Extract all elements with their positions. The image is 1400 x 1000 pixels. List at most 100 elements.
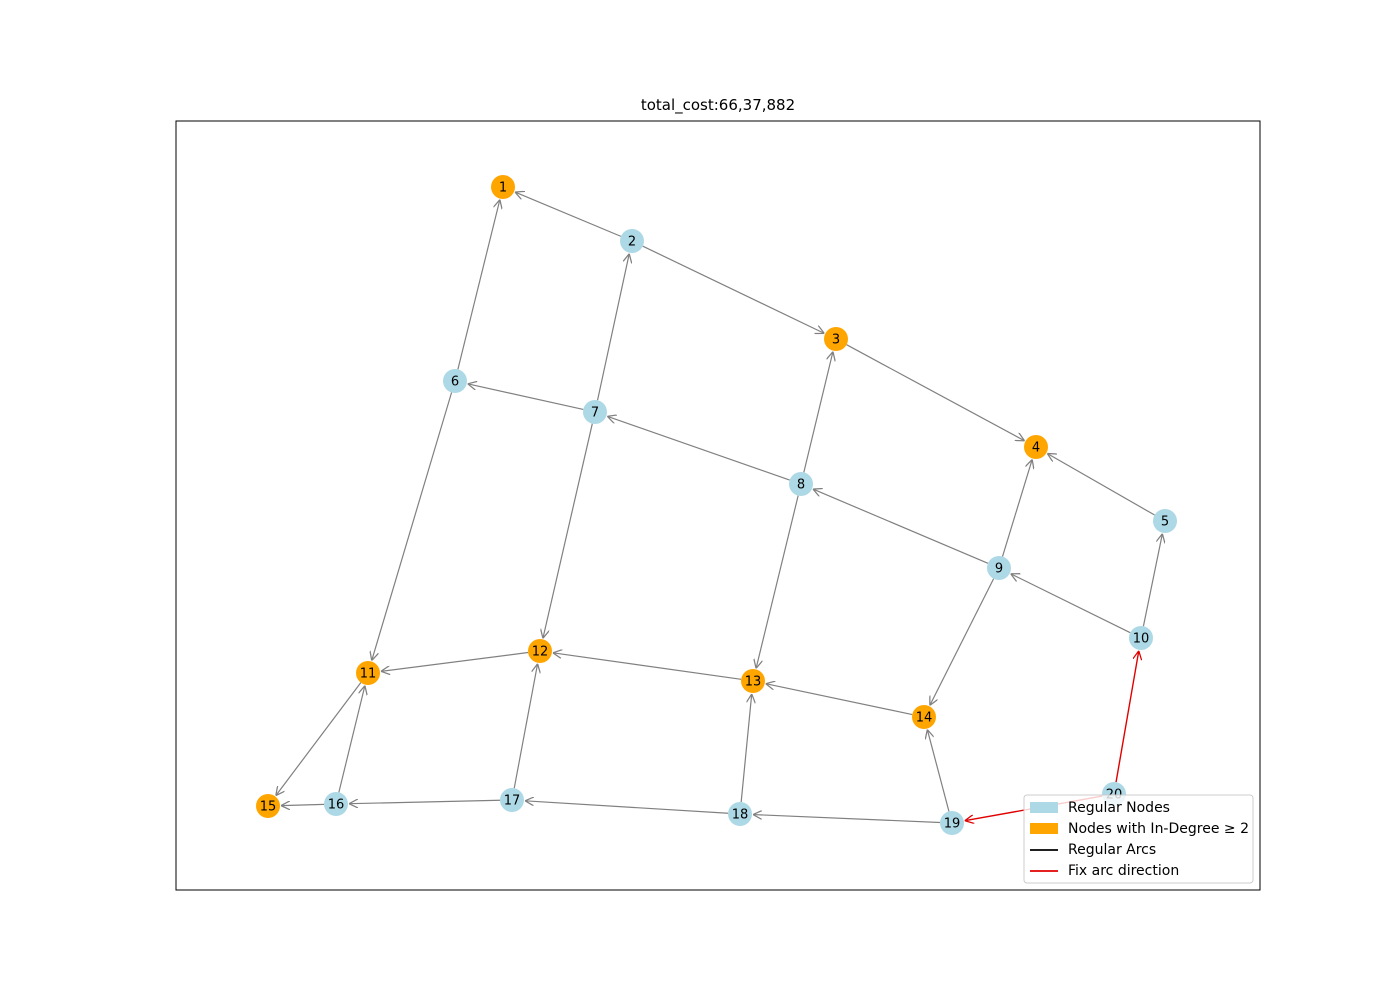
node-label: 11 (360, 667, 377, 682)
legend-item: Regular Arcs (1030, 842, 1156, 858)
edge-18-to-17 (525, 801, 729, 814)
edge-18-to-13 (740, 694, 752, 803)
node-label: 19 (944, 817, 961, 832)
legend-box (1023, 794, 1254, 884)
node-13: 13 (741, 669, 765, 693)
edge-16-to-11 (338, 686, 365, 793)
node-circle (356, 661, 380, 685)
edge-8-to-7 (607, 416, 790, 481)
edge-9-to-4 (1001, 459, 1033, 557)
node-10: 10 (1129, 626, 1153, 650)
edge-5-to-4 (1047, 453, 1155, 516)
edge-17-to-12 (513, 664, 537, 789)
node-5: 5 (1153, 509, 1177, 533)
node-label: 1 (499, 181, 507, 196)
node-circle (940, 811, 964, 835)
node-circle (324, 792, 348, 816)
edge-19-to-14 (927, 730, 950, 812)
edge-2-to-1 (515, 192, 622, 237)
edge-6-to-1 (457, 200, 500, 370)
edge-14-to-13 (766, 684, 913, 716)
node-label: 18 (732, 808, 749, 823)
node-circle (500, 788, 524, 812)
node-1: 1 (491, 175, 515, 199)
node-6: 6 (443, 369, 467, 393)
node-label: 14 (916, 711, 933, 726)
edge-17-to-16 (349, 800, 501, 803)
plot-title: total_cost:66,37,882 (640, 96, 796, 114)
node-15: 15 (256, 794, 280, 818)
node-circle (1129, 626, 1153, 650)
node-4: 4 (1024, 435, 1048, 459)
node-9: 9 (987, 556, 1011, 580)
node-14: 14 (912, 705, 936, 729)
legend-item: Regular Nodes (1030, 800, 1170, 816)
node-circle (491, 175, 515, 199)
node-circle (443, 369, 467, 393)
node-17: 17 (500, 788, 524, 812)
node-label: 5 (1161, 515, 1169, 530)
edges-layer (276, 192, 1163, 822)
node-circle (987, 556, 1011, 580)
edge-8-to-13 (756, 495, 799, 669)
edge-16-to-15 (281, 804, 325, 805)
edge-13-to-12 (553, 653, 742, 680)
plot-frame (175, 120, 1261, 891)
node-12: 12 (528, 639, 552, 663)
node-circle (620, 229, 644, 253)
node-circle (1153, 509, 1177, 533)
edge-7-to-2 (596, 254, 630, 401)
node-circle (256, 794, 280, 818)
edge-3-to-4 (846, 344, 1025, 441)
node-circle (1024, 435, 1048, 459)
legend-label: Nodes with In-Degree ≥ 2 (1068, 821, 1249, 837)
node-7: 7 (583, 400, 607, 424)
edge-10-to-9 (1011, 574, 1131, 634)
edge-19-to-18 (753, 815, 941, 824)
node-label: 15 (260, 800, 277, 815)
node-label: 13 (745, 675, 762, 690)
node-label: 2 (628, 235, 636, 250)
nodes-layer: 1234567891011121314151617181920 (256, 175, 1177, 835)
legend-item: Fix arc direction (1030, 863, 1179, 879)
legend-label: Regular Nodes (1068, 800, 1170, 816)
node-3: 3 (824, 327, 848, 351)
node-label: 6 (451, 375, 459, 390)
edge-2-to-3 (642, 245, 824, 333)
edge-11-to-15 (276, 682, 362, 796)
edge-6-to-11 (372, 392, 453, 661)
legend-label: Fix arc direction (1068, 863, 1179, 879)
node-circle (728, 802, 752, 826)
node-label: 3 (832, 333, 840, 348)
edge-20-to-10 (1115, 651, 1139, 783)
node-19: 19 (940, 811, 964, 835)
node-label: 7 (591, 406, 599, 421)
node-16: 16 (324, 792, 348, 816)
node-label: 8 (797, 478, 805, 493)
node-11: 11 (356, 661, 380, 685)
node-label: 12 (532, 645, 549, 660)
node-2: 2 (620, 229, 644, 253)
node-8: 8 (789, 472, 813, 496)
legend-label: Regular Arcs (1068, 842, 1156, 858)
edge-12-to-11 (381, 651, 529, 672)
node-circle (528, 639, 552, 663)
node-circle (824, 327, 848, 351)
edge-7-to-12 (543, 423, 593, 639)
node-label: 17 (504, 794, 521, 809)
legend-swatch (1030, 823, 1058, 834)
node-label: 16 (328, 798, 345, 813)
edge-8-to-3 (803, 352, 833, 473)
edge-10-to-5 (1142, 534, 1162, 627)
edge-9-to-8 (813, 489, 989, 564)
node-18: 18 (728, 802, 752, 826)
node-circle (741, 669, 765, 693)
legend-item: Nodes with In-Degree ≥ 2 (1030, 821, 1249, 837)
edge-7-to-6 (468, 384, 584, 410)
node-label: 9 (995, 562, 1003, 577)
legend-swatch (1030, 802, 1058, 813)
node-label: 4 (1032, 441, 1040, 456)
node-label: 10 (1133, 632, 1150, 647)
